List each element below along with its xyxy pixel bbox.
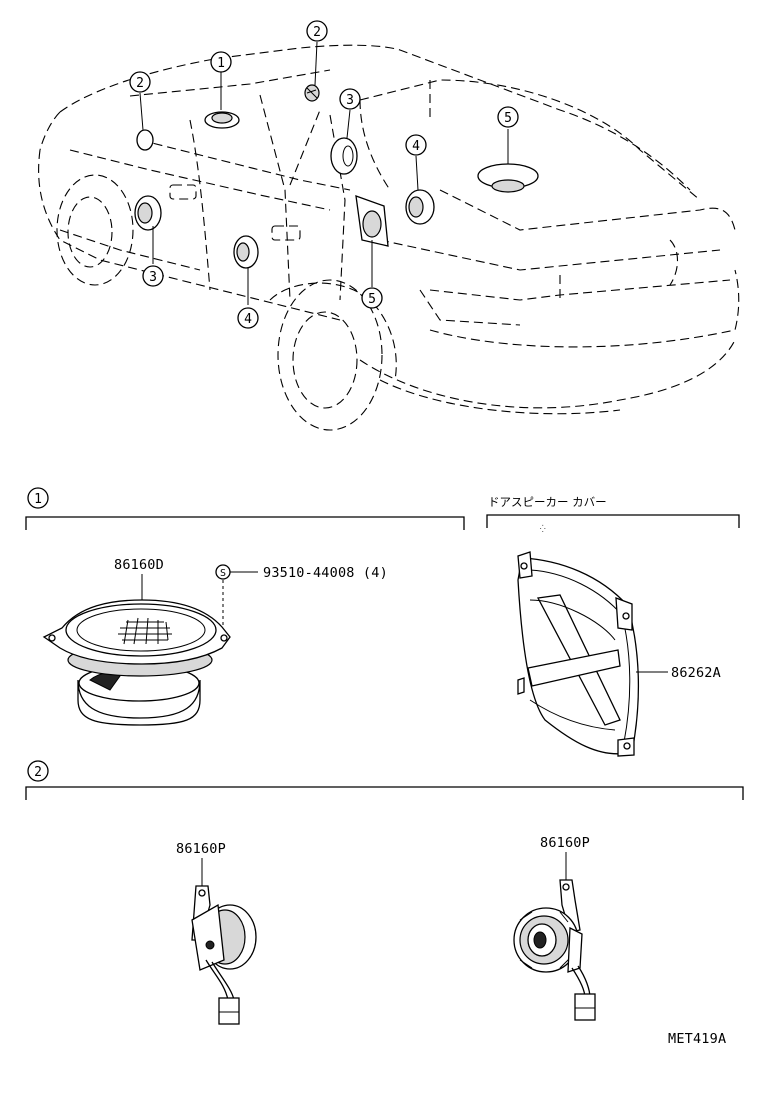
car-speaker-4-front [233, 235, 259, 269]
callout-3-label: 3 [149, 270, 157, 285]
callout-3-rear: 3 [339, 88, 361, 110]
section-2-header: 2 [25, 760, 744, 800]
section-2-bracket [25, 786, 744, 800]
callout-3-front: 3 [142, 265, 164, 287]
diagram-code: MET419A [668, 1031, 726, 1047]
car-speaker-3-front [134, 195, 162, 231]
car-illustration [38, 44, 740, 431]
part-number-86262A: 86262A [671, 665, 721, 681]
speaker-cover-86262A-icon [517, 551, 640, 757]
cone-grille [118, 617, 172, 645]
callout-2-top: 2 [306, 20, 328, 42]
part-number-86160P-right: 86160P [540, 835, 590, 851]
callout-4-rear: 4 [405, 134, 427, 156]
cover-section-mark: ⁛ [540, 524, 546, 533]
part-number-93510-44008: 93510-44008 (4) [263, 565, 388, 581]
callout-2-front: 2 [129, 71, 151, 93]
door-speaker-86160D-icon [42, 599, 231, 726]
cover-section-title: ドアスピーカー カバー [488, 495, 607, 509]
callout-2-label: 2 [313, 25, 321, 40]
screw-symbol-label: S [220, 568, 226, 579]
car-speaker-1-roof [204, 111, 240, 129]
cover-section-bracket [486, 514, 740, 528]
car-speaker-2-rear [304, 84, 320, 102]
callout-3-label: 3 [346, 93, 354, 108]
tweeter-left-86160P-icon [191, 885, 257, 1025]
car-speaker-5-door [355, 195, 389, 247]
callout-4-label: 4 [412, 139, 420, 154]
callout-1-label: 1 [217, 56, 225, 71]
callout-5-label: 5 [368, 292, 376, 307]
callout-5-shelf: 5 [497, 106, 519, 128]
section-1-bracket [25, 516, 465, 530]
part-number-86160D: 86160D [114, 557, 164, 573]
section-1-parts: 86160D S 93510-44008 (4) [114, 557, 388, 640]
part-number-86160P-left: 86160P [176, 841, 226, 857]
callout-1-top: 1 [210, 51, 232, 73]
callout-4-label: 4 [244, 312, 252, 327]
cover-section-header: ドアスピーカー カバー ⁛ [486, 495, 740, 533]
car-speaker-3-rear [330, 137, 358, 175]
callout-5-label: 5 [504, 111, 512, 126]
callout-leaders [139, 41, 509, 305]
callout-2-label: 2 [136, 76, 144, 91]
car-speaker-2-front [136, 129, 154, 151]
section-1-header: 1 [25, 487, 465, 530]
tweeter-right-86160P-icon [513, 879, 596, 1021]
car-speaker-4-rear [405, 189, 435, 225]
car-speaker-5-shelf [477, 163, 539, 193]
section-1-number: 1 [34, 492, 42, 507]
callout-4-front: 4 [237, 307, 259, 329]
section-2-number: 2 [34, 765, 42, 780]
callout-5-door: 5 [361, 287, 383, 309]
